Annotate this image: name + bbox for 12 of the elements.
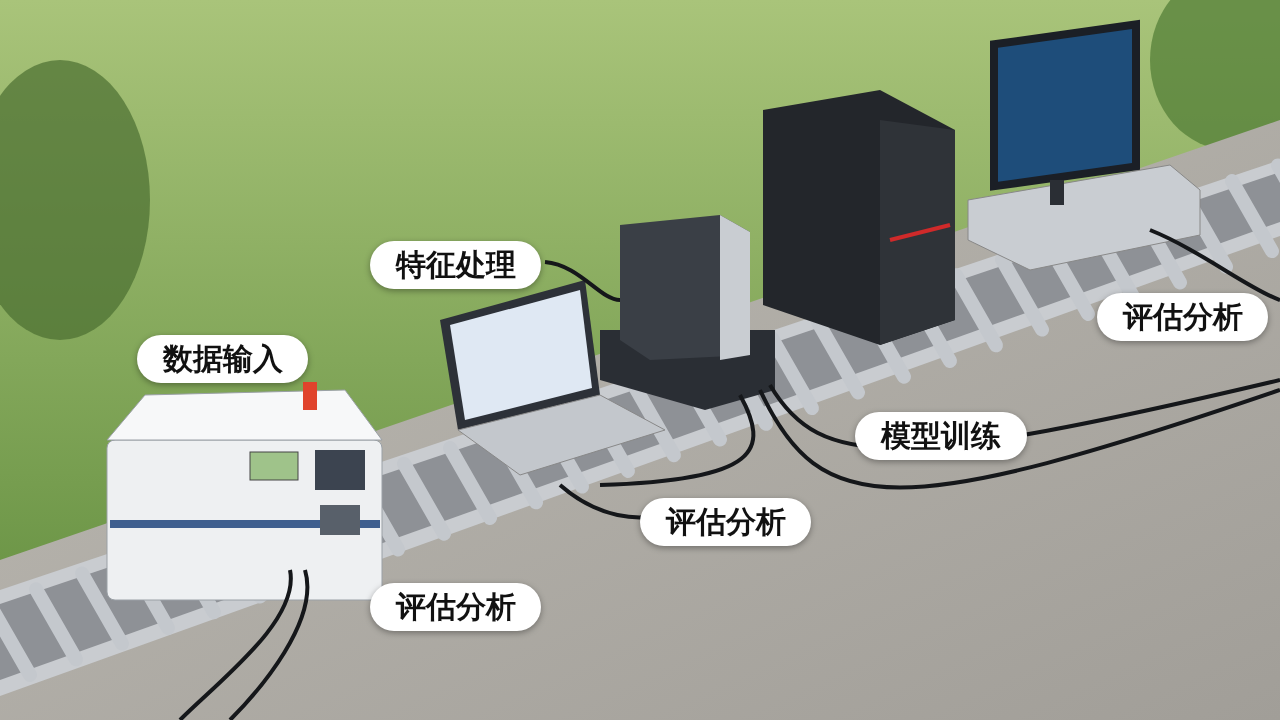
label-pill bbox=[370, 241, 541, 289]
step-label: 评估分析 bbox=[665, 502, 786, 541]
step-label: 评估分析 bbox=[395, 587, 516, 626]
step-label: 特征处理 bbox=[395, 245, 516, 284]
step-label: 数据输入 bbox=[162, 339, 283, 378]
label-pill bbox=[855, 412, 1027, 460]
label-pill bbox=[640, 498, 811, 546]
label-pill bbox=[137, 335, 308, 383]
label-pill bbox=[1097, 293, 1268, 341]
step-label: 模型训练 bbox=[881, 416, 1001, 455]
step-label: 评估分析 bbox=[1122, 297, 1243, 336]
label-pill bbox=[370, 583, 541, 631]
